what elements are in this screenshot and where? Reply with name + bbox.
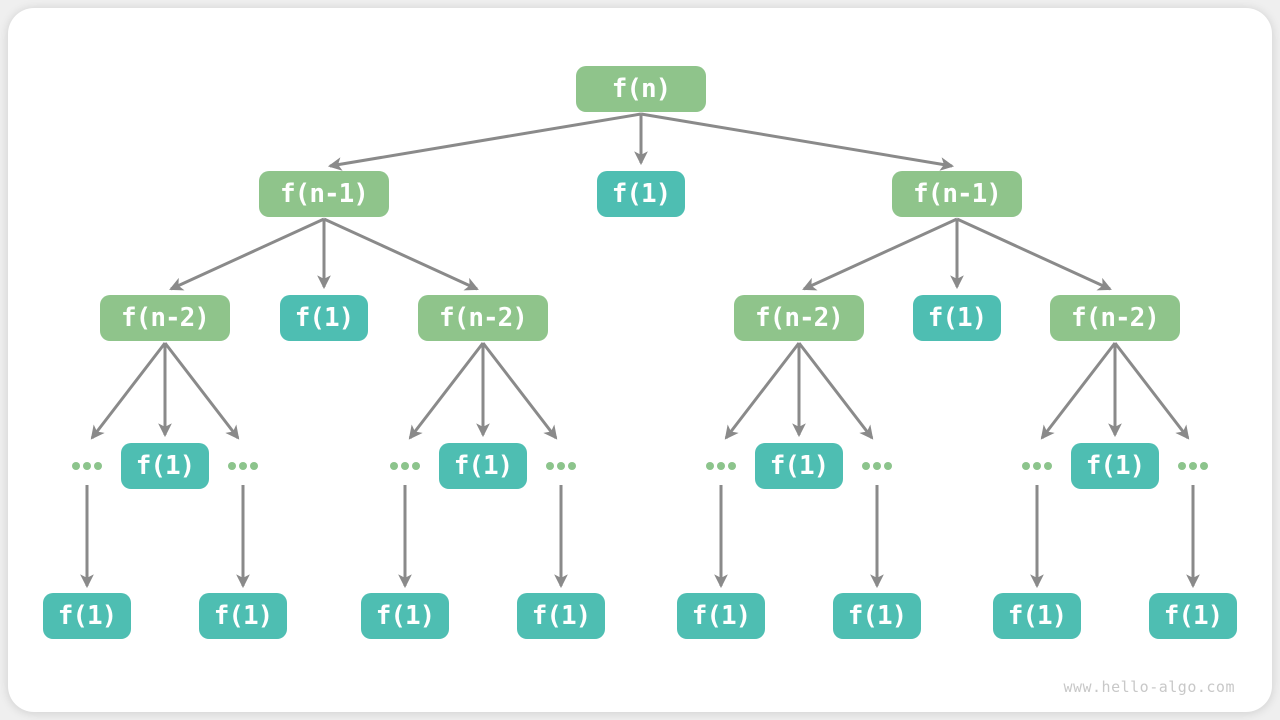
node-f-1: f(1) xyxy=(993,593,1081,639)
dot-icon xyxy=(706,462,714,470)
ellipsis-dots xyxy=(1022,461,1052,471)
ellipsis-dots xyxy=(546,461,576,471)
dot-icon xyxy=(884,462,892,470)
dot-icon xyxy=(546,462,554,470)
node-f-1: f(1) xyxy=(43,593,131,639)
dot-icon xyxy=(1200,462,1208,470)
node-f-1: f(1) xyxy=(121,443,209,489)
dot-icon xyxy=(717,462,725,470)
node-f-n-2: f(n-2) xyxy=(734,295,864,341)
dot-icon xyxy=(1033,462,1041,470)
node-f-1: f(1) xyxy=(913,295,1001,341)
dot-icon xyxy=(228,462,236,470)
node-f-1: f(1) xyxy=(1071,443,1159,489)
ellipsis-dots xyxy=(706,461,736,471)
node-f-n-2: f(n-2) xyxy=(100,295,230,341)
node-f-1: f(1) xyxy=(280,295,368,341)
node-f-n: f(n) xyxy=(576,66,706,112)
dot-icon xyxy=(1022,462,1030,470)
node-f-1: f(1) xyxy=(755,443,843,489)
dot-icon xyxy=(94,462,102,470)
ellipsis-dots xyxy=(1178,461,1208,471)
node-f-1: f(1) xyxy=(361,593,449,639)
ellipsis-dots xyxy=(862,461,892,471)
dot-icon xyxy=(728,462,736,470)
ellipsis-dots xyxy=(390,461,420,471)
node-f-1: f(1) xyxy=(1149,593,1237,639)
node-f-n-1-left: f(n-1) xyxy=(259,171,389,217)
node-f-n-1-right: f(n-1) xyxy=(892,171,1022,217)
node-f-1: f(1) xyxy=(517,593,605,639)
dot-icon xyxy=(1044,462,1052,470)
dot-icon xyxy=(390,462,398,470)
node-f-1: f(1) xyxy=(597,171,685,217)
node-f-n-2: f(n-2) xyxy=(418,295,548,341)
dot-icon xyxy=(1178,462,1186,470)
dot-icon xyxy=(557,462,565,470)
node-f-1: f(1) xyxy=(199,593,287,639)
dot-icon xyxy=(862,462,870,470)
dot-icon xyxy=(239,462,247,470)
dot-icon xyxy=(250,462,258,470)
dot-icon xyxy=(83,462,91,470)
dot-icon xyxy=(401,462,409,470)
ellipsis-dots xyxy=(228,461,258,471)
dot-icon xyxy=(1189,462,1197,470)
node-f-1: f(1) xyxy=(677,593,765,639)
node-f-1: f(1) xyxy=(439,443,527,489)
dot-icon xyxy=(72,462,80,470)
dot-icon xyxy=(568,462,576,470)
dot-icon xyxy=(412,462,420,470)
dot-icon xyxy=(873,462,881,470)
node-f-1: f(1) xyxy=(833,593,921,639)
ellipsis-dots xyxy=(72,461,102,471)
node-f-n-2: f(n-2) xyxy=(1050,295,1180,341)
watermark-text: www.hello-algo.com xyxy=(1063,678,1235,696)
